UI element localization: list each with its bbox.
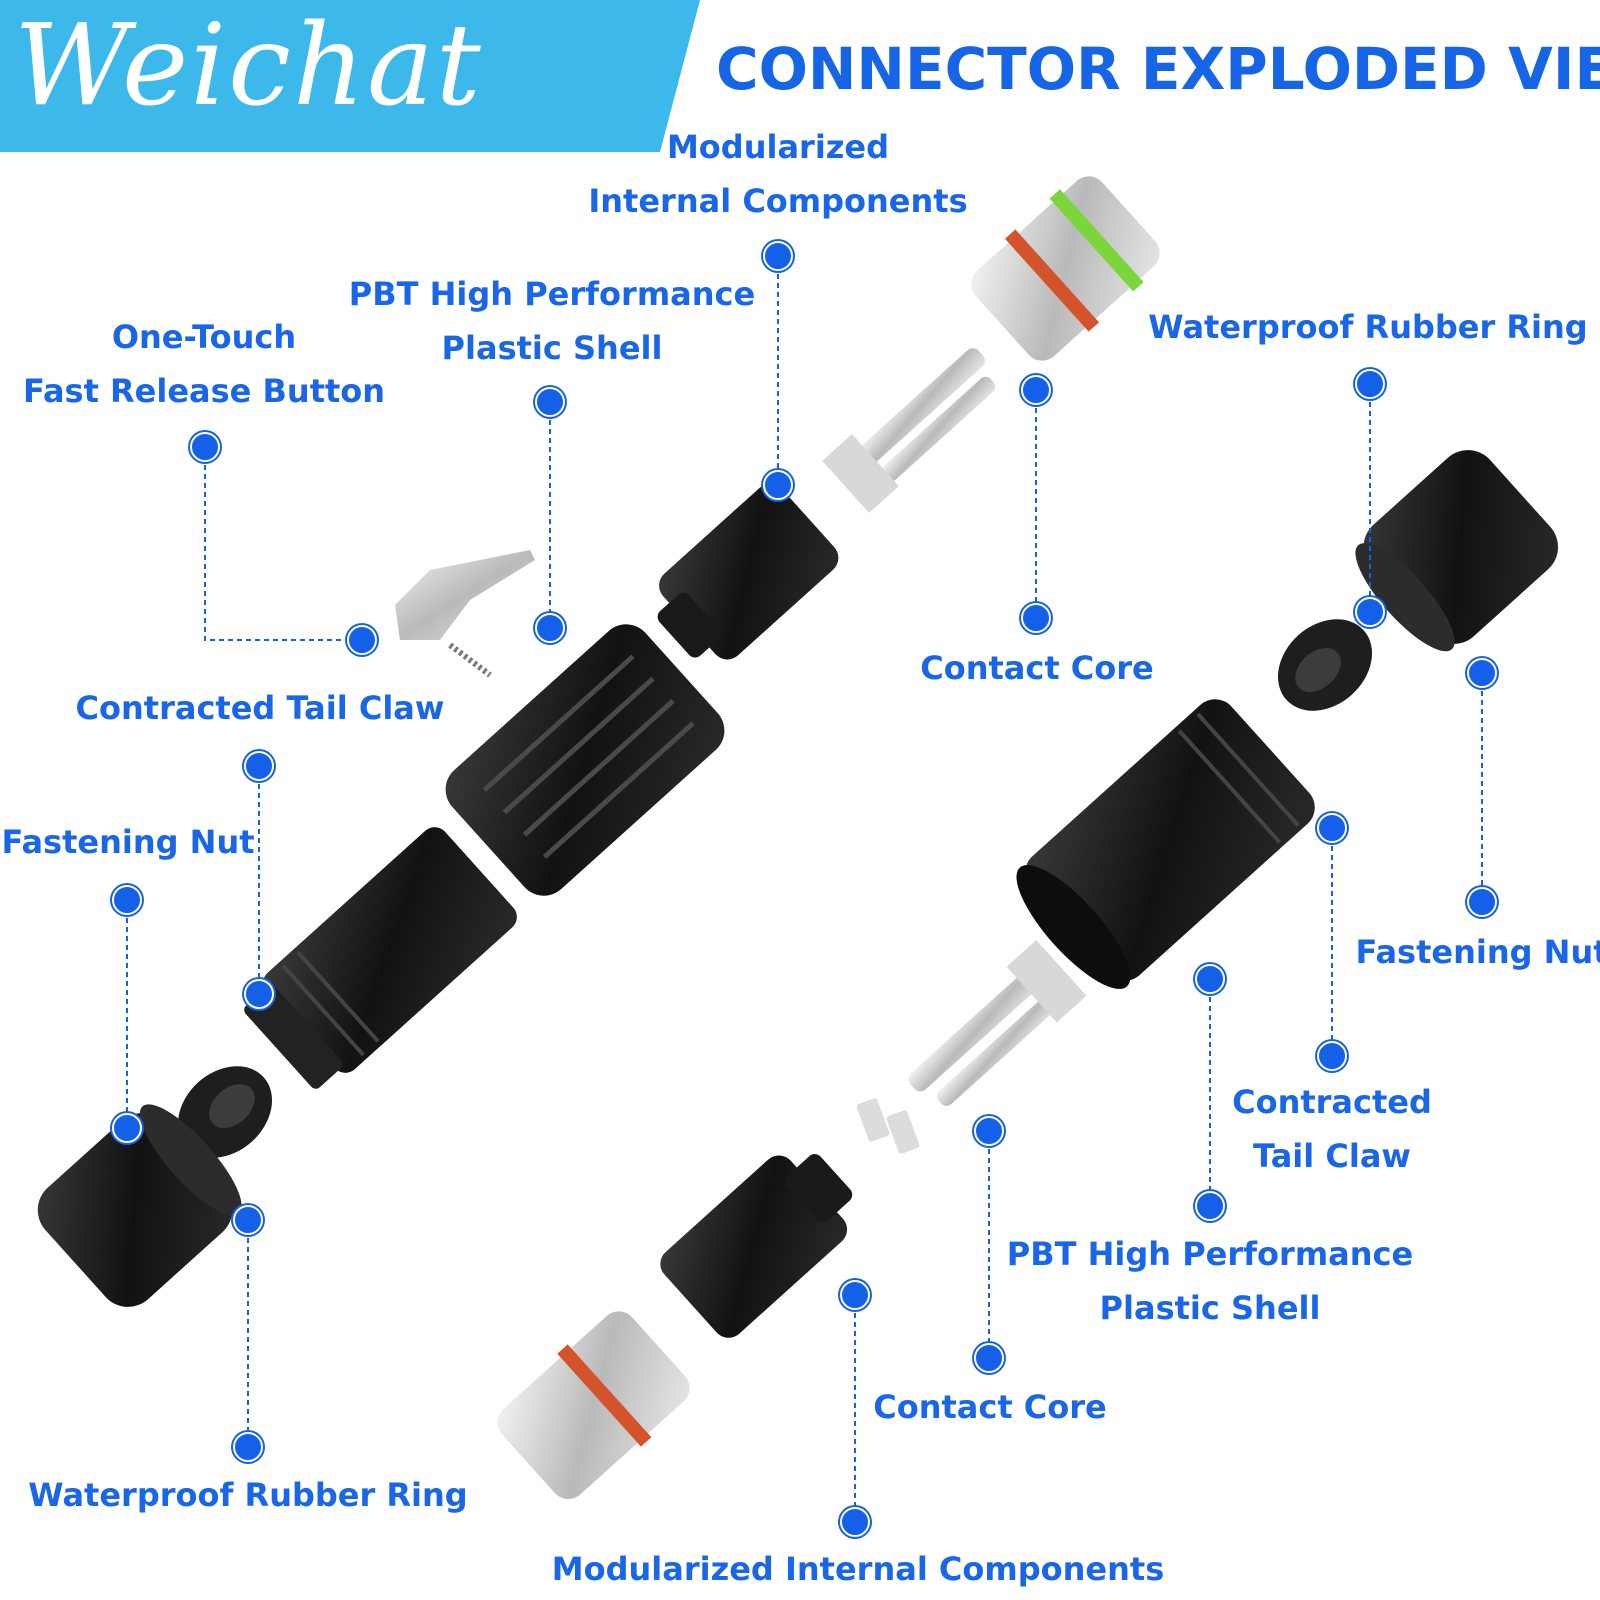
label-tail-claw-right-line1: Contracted xyxy=(1232,1083,1432,1121)
plastic-shell-right xyxy=(1016,699,1315,989)
pbt-plastic-shell-left xyxy=(445,624,725,896)
label-waterproof-right-line1: Waterproof Rubber Ring xyxy=(1148,308,1588,346)
marker-dot xyxy=(1467,658,1497,688)
label-contact-core-top-line1: Contact Core xyxy=(920,649,1154,687)
marker-dot xyxy=(112,885,142,915)
label-fastening-nut-left: Fastening Nut xyxy=(1,815,254,869)
label-pbt-right-line2: Plastic Shell xyxy=(1099,1289,1321,1327)
marker-dot xyxy=(974,1343,1004,1373)
contact-pins-top xyxy=(822,348,996,513)
marker-dot xyxy=(763,241,793,271)
marker-dot xyxy=(244,979,274,1009)
label-tail-claw-right-line2: Tail Claw xyxy=(1253,1137,1411,1175)
label-waterproof-left: Waterproof Rubber Ring xyxy=(28,1468,467,1522)
marker-dot xyxy=(535,387,565,417)
label-pbt-left-line2: Plastic Shell xyxy=(441,329,663,367)
label-pbt-right: PBT High Performance Plastic Shell xyxy=(1007,1227,1413,1335)
marker-dot xyxy=(763,470,793,500)
label-fastening-nut-right: Fastening Nut xyxy=(1355,925,1600,979)
fastening-nut-right-part xyxy=(1355,450,1559,652)
marker-dot xyxy=(974,1116,1004,1146)
label-fastening-nut-right-line1: Fastening Nut xyxy=(1355,933,1600,971)
marker-dot xyxy=(1467,887,1497,917)
label-one-touch-line2: Fast Release Button xyxy=(22,372,386,410)
label-pbt-left: PBT High Performance Plastic Shell xyxy=(349,267,755,375)
marker-dot xyxy=(840,1507,870,1537)
label-modularized-top: Modularized Internal Components xyxy=(588,120,967,228)
marker-dot xyxy=(112,1113,142,1143)
label-contact-core-bottom-line1: Contact Core xyxy=(873,1388,1107,1426)
label-waterproof-right: Waterproof Rubber Ring xyxy=(1148,300,1587,354)
marker-dot xyxy=(535,613,565,643)
marker-dot xyxy=(244,751,274,781)
leader-lines xyxy=(126,256,1483,1522)
metal-housing-top xyxy=(971,176,1160,361)
marker-dot xyxy=(840,1280,870,1310)
contact-pins-bottom xyxy=(908,940,1087,1106)
contracted-tail-claw-left xyxy=(244,827,517,1089)
release-button-part xyxy=(395,550,535,678)
label-modularized-bottom-line1: Modularized Internal Components xyxy=(551,1550,1165,1588)
fastening-nut-left-part xyxy=(37,1104,242,1307)
label-modularized-top-line1: Modularized xyxy=(666,128,890,166)
label-one-touch: One-Touch Fast Release Button xyxy=(23,310,385,418)
marker-dot xyxy=(1195,964,1225,994)
marker-dot xyxy=(233,1205,263,1235)
label-pbt-right-line1: PBT High Performance xyxy=(1006,1235,1414,1273)
marker-dot xyxy=(233,1432,263,1462)
label-fastening-nut-left-line1: Fastening Nut xyxy=(1,823,255,861)
label-pbt-left-line1: PBT High Performance xyxy=(348,275,756,313)
marker-dot xyxy=(190,432,220,462)
label-tail-claw-left: Contracted Tail Claw xyxy=(76,681,445,735)
label-tail-claw-left-line1: Contracted Tail Claw xyxy=(75,689,445,727)
label-one-touch-line1: One-Touch xyxy=(111,318,297,356)
marker-dot xyxy=(1355,369,1385,399)
label-contact-core-top: Contact Core xyxy=(920,641,1154,695)
label-waterproof-left-line1: Waterproof Rubber Ring xyxy=(28,1476,468,1514)
marker-dot xyxy=(1021,603,1051,633)
marker-dot xyxy=(347,625,377,655)
label-modularized-bottom: Modularized Internal Components xyxy=(552,1542,1164,1596)
label-modularized-top-line2: Internal Components xyxy=(588,182,968,220)
marker-dot xyxy=(1355,597,1385,627)
marker-dot xyxy=(1021,375,1051,405)
marker-dot xyxy=(1317,813,1347,843)
internal-module-right xyxy=(660,1154,853,1338)
marker-dot xyxy=(1195,1191,1225,1221)
metal-housing-bottom xyxy=(497,1311,690,1500)
marker-dot xyxy=(1317,1041,1347,1071)
page-title: CONNECTOR EXPLODED VIEW xyxy=(716,35,1600,103)
brand-banner xyxy=(0,0,700,152)
brand-logo: Weichat xyxy=(14,1,483,131)
label-tail-claw-right: Contracted Tail Claw xyxy=(1232,1075,1432,1183)
internal-module-left xyxy=(657,483,839,660)
label-contact-core-bottom: Contact Core xyxy=(873,1380,1107,1434)
